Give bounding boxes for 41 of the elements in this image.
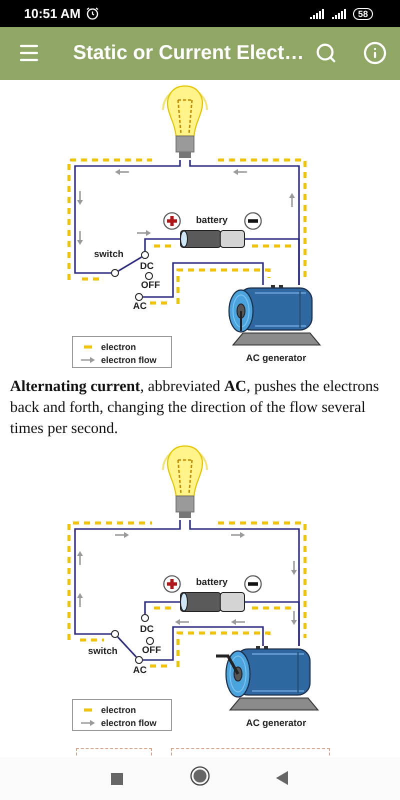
wire	[143, 626, 264, 661]
battery-drawing	[180, 230, 245, 248]
switch-pivot	[111, 630, 119, 638]
wire	[74, 520, 181, 635]
wire	[144, 238, 180, 251]
component-label: DC	[140, 261, 154, 272]
component-label: battery	[196, 215, 228, 226]
legend-label: electron flow	[101, 354, 157, 364]
component-label: switch	[94, 249, 124, 260]
component-label: AC	[133, 301, 147, 312]
switch-terminal	[141, 614, 149, 622]
component-label: DC	[140, 624, 154, 635]
component-label: battery	[196, 577, 228, 588]
component-label: AC generator	[246, 353, 306, 364]
switch-terminal	[145, 272, 153, 280]
switch-terminal	[141, 251, 149, 259]
switch-terminal	[135, 656, 143, 664]
component-label: OFF	[142, 645, 161, 656]
component-label: switch	[88, 646, 118, 657]
battery-drawing	[180, 592, 245, 612]
wire	[117, 636, 137, 658]
switch-terminal	[135, 293, 143, 301]
wire	[144, 601, 180, 614]
legend-label: electron	[101, 704, 136, 714]
wire	[118, 256, 142, 272]
battery-level: 58	[353, 8, 374, 20]
legend-label: electron	[101, 342, 136, 352]
component-label: OFF	[141, 280, 160, 291]
wire	[245, 238, 300, 285]
app-title: Static or Current Elect…	[73, 42, 304, 65]
generator-drawing	[227, 285, 322, 347]
switch-pivot	[111, 269, 119, 277]
wire	[143, 262, 264, 298]
component-label: AC	[133, 665, 147, 676]
wire	[74, 160, 181, 274]
paragraph: Alternating current, abbreviated AC, pushes the electrons back and forth, changing the direction of the flow several times per second.	[10, 377, 380, 439]
component-label: AC generator	[246, 718, 306, 729]
status-time: 10:51 AM	[24, 6, 81, 21]
legend-label: electron flow	[101, 718, 157, 728]
wire	[245, 601, 300, 646]
switch-terminal	[146, 637, 154, 645]
